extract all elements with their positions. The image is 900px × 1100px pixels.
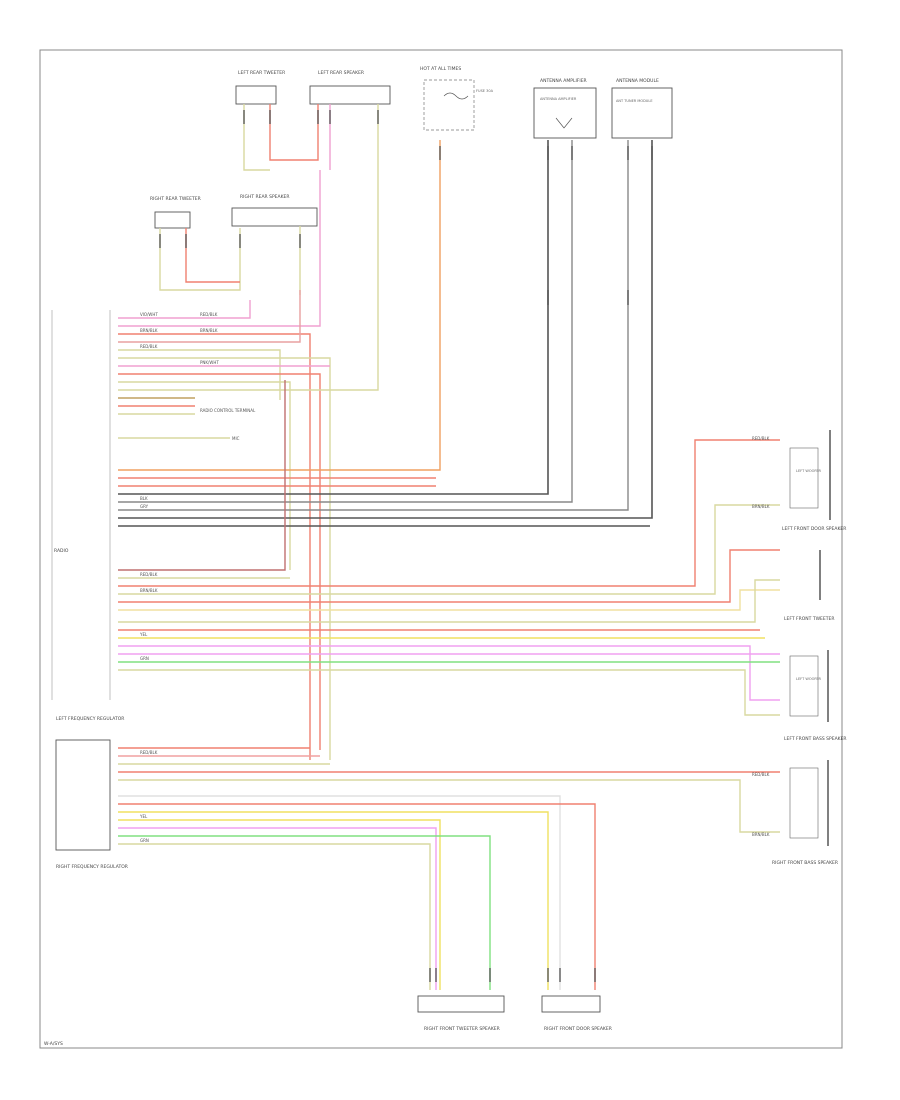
right-rear-speaker: RIGHT REAR SPEAKER bbox=[231, 194, 318, 227]
svg-text:VIO/WHT: VIO/WHT bbox=[140, 312, 158, 317]
svg-text:RIGHT FRONT TWEETER SPEAKER: RIGHT FRONT TWEETER SPEAKER bbox=[424, 1026, 500, 1032]
svg-text:RIGHT FRONT BASS SPEAKER: RIGHT FRONT BASS SPEAKER bbox=[772, 860, 838, 866]
svg-text:LEFT FRONT DOOR SPEAKER: LEFT FRONT DOOR SPEAKER bbox=[782, 526, 846, 532]
right-front-door-speaker: RIGHT FRONT DOOR SPEAKER bbox=[541, 995, 612, 1032]
svg-text:RED/BLK: RED/BLK bbox=[752, 772, 770, 777]
svg-text:BRN/BLK: BRN/BLK bbox=[140, 588, 158, 593]
svg-text:ANTENNA AMPLIFIER: ANTENNA AMPLIFIER bbox=[540, 78, 587, 84]
svg-text:ANT TUNER MODULE: ANT TUNER MODULE bbox=[616, 99, 653, 103]
right-frequency-regulator: RIGHT FREQUENCY REGULATOR bbox=[55, 739, 128, 870]
wire-label-group: VIO/WHT BRN/BLK RED/BLK RED/BLK BRN/BLK … bbox=[139, 312, 770, 843]
left-front-tweeter: LEFT WOOFER LEFT FRONT BASS SPEAKER bbox=[784, 650, 847, 742]
svg-text:RIGHT REAR SPEAKER: RIGHT REAR SPEAKER bbox=[240, 194, 290, 200]
svg-text:RIGHT FRONT DOOR SPEAKER: RIGHT FRONT DOOR SPEAKER bbox=[544, 1026, 612, 1032]
left-rear-tweeter: LEFT REAR TWEETER bbox=[235, 70, 285, 105]
right-rear-tweeter: RIGHT REAR TWEETER bbox=[150, 196, 201, 229]
left-rear-speaker: LEFT REAR SPEAKER bbox=[309, 70, 391, 105]
fuse-box: HOT AT ALL TIMES FUSE 30A bbox=[420, 66, 494, 131]
radio-unit: RADIO LEFT FREQUENCY REGULATOR bbox=[51, 310, 124, 722]
svg-text:RED/BLK: RED/BLK bbox=[200, 312, 218, 317]
diagram-border bbox=[39, 49, 843, 1049]
svg-text:RADIO: RADIO bbox=[54, 548, 69, 554]
svg-text:LEFT WOOFER: LEFT WOOFER bbox=[796, 677, 822, 681]
svg-text:LEFT REAR TWEETER: LEFT REAR TWEETER bbox=[238, 70, 285, 76]
svg-text:BLK: BLK bbox=[140, 496, 148, 501]
svg-text:YEL: YEL bbox=[139, 632, 148, 637]
page-ref: W-A/SYS bbox=[44, 1041, 63, 1047]
svg-text:RIGHT FREQUENCY REGULATOR: RIGHT FREQUENCY REGULATOR bbox=[56, 864, 128, 870]
svg-text:ANTENNA AMPLIFIER: ANTENNA AMPLIFIER bbox=[540, 97, 577, 101]
svg-text:GRN: GRN bbox=[140, 656, 149, 661]
svg-text:LEFT REAR SPEAKER: LEFT REAR SPEAKER bbox=[318, 70, 364, 76]
svg-text:ANTENNA MODULE: ANTENNA MODULE bbox=[616, 78, 659, 84]
svg-text:BRN/BLK: BRN/BLK bbox=[752, 832, 770, 837]
svg-text:GRY: GRY bbox=[140, 504, 149, 509]
svg-text:RED/BLK: RED/BLK bbox=[140, 750, 158, 755]
connector-pins bbox=[159, 110, 653, 982]
svg-text:LEFT FREQUENCY REGULATOR: LEFT FREQUENCY REGULATOR bbox=[56, 716, 124, 722]
svg-text:YEL: YEL bbox=[139, 814, 148, 819]
svg-text:PNK/WHT: PNK/WHT bbox=[200, 360, 219, 365]
svg-text:BRN/BLK: BRN/BLK bbox=[752, 504, 770, 509]
left-front-door-speaker: LEFT FRONT TWEETER bbox=[784, 550, 834, 622]
svg-text:LEFT FRONT TWEETER: LEFT FRONT TWEETER bbox=[784, 616, 834, 622]
svg-text:BRN/BLK: BRN/BLK bbox=[140, 328, 158, 333]
svg-text:BRN/BLK: BRN/BLK bbox=[200, 328, 218, 333]
right-front-bass-speaker: RIGHT FRONT BASS SPEAKER bbox=[772, 760, 838, 866]
left-front-bass-speaker: LEFT WOOFER LEFT FRONT DOOR SPEAKER bbox=[782, 430, 846, 532]
svg-text:FUSE 30A: FUSE 30A bbox=[476, 89, 494, 93]
antenna-module: ANTENNA MODULE ANT TUNER MODULE bbox=[611, 78, 673, 139]
right-front-tweeter: RIGHT FRONT TWEETER SPEAKER bbox=[417, 995, 505, 1032]
svg-text:LEFT WOOFER: LEFT WOOFER bbox=[796, 469, 822, 473]
svg-text:RED/BLK: RED/BLK bbox=[752, 436, 770, 441]
svg-text:MIC: MIC bbox=[232, 436, 240, 441]
wire-harness bbox=[118, 104, 780, 990]
svg-text:GRN: GRN bbox=[140, 838, 149, 843]
svg-text:RED/BLK: RED/BLK bbox=[140, 572, 158, 577]
antenna-icon bbox=[555, 117, 573, 129]
svg-text:RED/BLK: RED/BLK bbox=[140, 344, 158, 349]
svg-text:RADIO CONTROL TERMINAL: RADIO CONTROL TERMINAL bbox=[200, 408, 256, 413]
svg-text:LEFT FRONT BASS SPEAKER: LEFT FRONT BASS SPEAKER bbox=[784, 736, 847, 742]
fuse-icon bbox=[443, 92, 469, 100]
antenna-amplifier: ANTENNA AMPLIFIER ANTENNA AMPLIFIER bbox=[533, 78, 597, 139]
svg-text:RIGHT REAR TWEETER: RIGHT REAR TWEETER bbox=[150, 196, 201, 202]
svg-text:HOT AT ALL TIMES: HOT AT ALL TIMES bbox=[420, 66, 461, 72]
